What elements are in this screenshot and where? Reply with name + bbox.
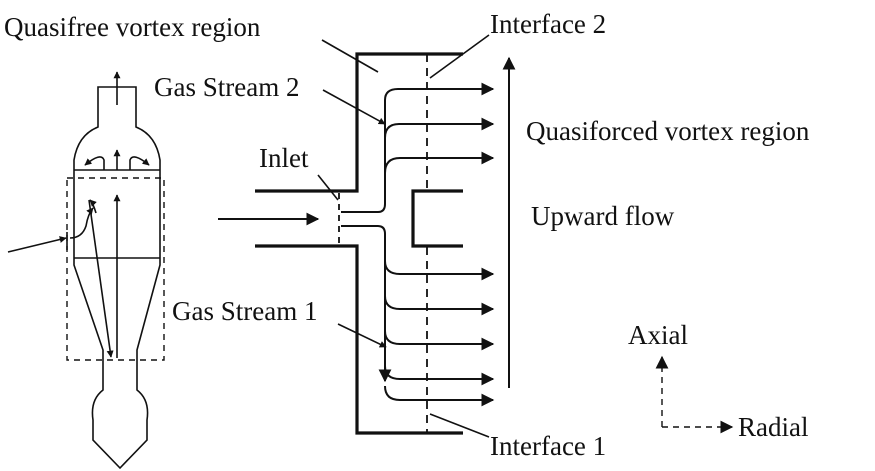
inlet-swirl-arrow <box>69 207 94 239</box>
gas-stream-1-leader <box>337 323 387 348</box>
cyclone-body-outline <box>73 86 161 470</box>
gas-stream-2-exit-2 <box>384 117 495 139</box>
outer-wall-bottom <box>255 244 463 435</box>
label-quasiforced-vortex-region: Quasiforced vortex region <box>526 116 810 146</box>
flow-region-detail <box>218 34 734 438</box>
gas-stream-1-exit-3 <box>384 330 495 351</box>
top-left-curl-arrow <box>84 156 105 170</box>
cyclone-schematic <box>7 71 165 470</box>
label-gas-stream-2: Gas Stream 2 <box>154 72 299 102</box>
gas-stream-2-leader <box>322 89 386 125</box>
label-upward-flow: Upward flow <box>531 201 675 231</box>
quasifree-leader <box>321 39 379 73</box>
diagram-labels: Quasifree vortex region Interface 2 Gas … <box>4 9 810 461</box>
label-interface-2: Interface 2 <box>490 9 606 39</box>
interface-1-leader <box>429 413 490 438</box>
label-radial: Radial <box>738 412 808 442</box>
gas-stream-1-exit-5 <box>384 385 495 407</box>
axial-down-arrow <box>88 199 114 358</box>
inlet-leader <box>317 174 339 201</box>
gas-stream-2-trunk <box>341 88 399 213</box>
gas-stream-1-trunk <box>341 225 392 383</box>
label-axial: Axial <box>628 320 688 350</box>
top-right-curl-arrow <box>129 156 150 170</box>
gas-stream-1-exit-1 <box>384 260 495 281</box>
upper-left-curl-arrow <box>89 199 97 214</box>
label-inlet: Inlet <box>259 143 309 173</box>
interface-2-leader <box>429 34 490 79</box>
gas-stream-1-exit-4 <box>384 365 495 386</box>
analysis-region-box <box>66 177 165 361</box>
label-interface-1: Interface 1 <box>490 431 606 461</box>
outer-wall-top <box>255 52 463 193</box>
cyclone-inlet-arrow <box>7 236 67 253</box>
label-gas-stream-1: Gas Stream 1 <box>172 296 317 326</box>
gas-stream-1-exit-2 <box>384 295 495 316</box>
gas-stream-2-exit-3 <box>384 151 495 174</box>
vortex-finder-wall <box>411 189 463 248</box>
label-quasifree-vortex-region: Quasifree vortex region <box>4 12 261 42</box>
